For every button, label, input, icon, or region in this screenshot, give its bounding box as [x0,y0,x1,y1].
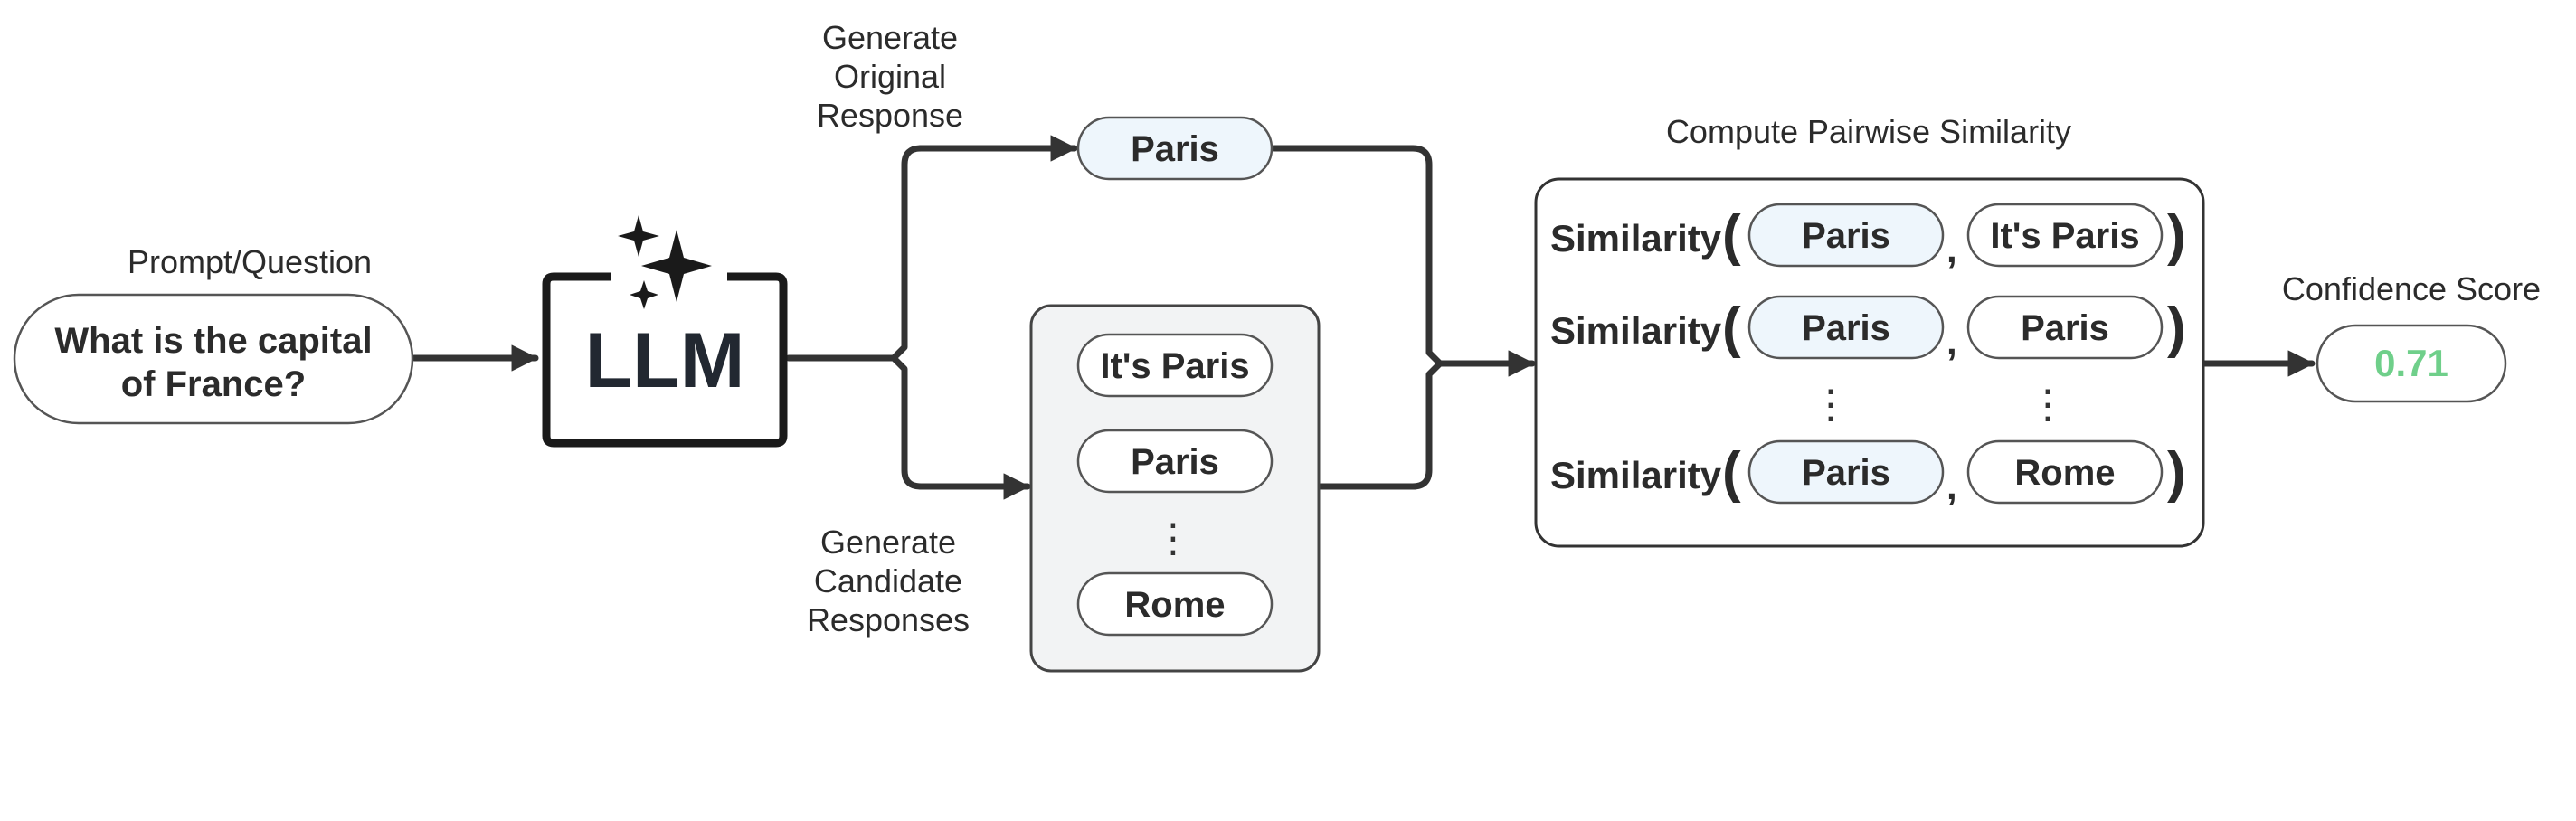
candidates-caption-line-3: Responses [807,601,970,638]
prompt-block: Prompt/Question What is the capital of F… [13,243,414,425]
similarity-label: Similarity [1550,454,1722,496]
open-paren: ( [1722,297,1741,359]
comma: , [1946,228,1957,270]
pair-right-text: It's Paris [1990,216,2139,256]
pair-right-pill [1966,203,2164,268]
close-paren: ) [2167,297,2186,359]
original-caption-line-1: Generate [822,19,958,56]
similarity-label: Similarity [1550,217,1722,260]
confidence-block: Confidence Score 0.71 [2282,270,2541,403]
pair-left-text: Paris [1802,308,1890,348]
open-paren: ( [1722,441,1741,504]
similarity-caption: Compute Pairwise Similarity [1666,113,2071,150]
comma: , [1946,320,1957,363]
candidate-text-1: It's Paris [1100,346,1249,386]
pair-left-text: Paris [1802,216,1890,256]
line-candidates-out [1317,360,1444,490]
arrow-to-candidates [890,354,1031,500]
candidate-pill-1 [1076,333,1274,398]
pair-left-pill [1747,203,1945,268]
left-ellipsis: ⋮ [1811,382,1851,427]
prompt-caption: Prompt/Question [128,243,372,280]
prompt-line-2: of France? [121,364,306,404]
original-response-text: Paris [1131,129,1219,169]
similarity-row-3: Similarity ( Paris , Rome ) [1550,439,2186,507]
candidates-caption-line-2: Candidate [814,562,962,599]
llm-block: LLM [542,215,788,448]
llm-box [542,272,788,448]
connectors [411,135,2316,500]
pair-right-text: Paris [2021,308,2109,348]
right-ellipsis: ⋮ [2028,382,2068,427]
close-paren: ) [2167,441,2186,504]
candidates-branch: It's Paris Paris ⋮ Rome Generate Candida… [807,304,1321,673]
comma: , [1946,465,1957,507]
pair-right-pill [1966,295,2164,360]
candidates-caption-line-1: Generate [820,524,956,561]
original-caption-line-3: Response [817,97,963,134]
similarity-label: Similarity [1550,309,1722,352]
similarity-row-2: Similarity ( Paris , Paris ) [1550,295,2186,363]
similarity-block: Compute Pairwise Similarity Similarity (… [1534,113,2205,548]
candidate-pill-3 [1076,571,1274,637]
arrow-to-original [890,135,1078,362]
pair-right-pill [1966,439,2164,505]
open-paren: ( [1722,204,1741,267]
candidate-pill-2 [1076,429,1274,494]
original-response-pill [1076,116,1274,181]
confidence-caption: Confidence Score [2282,270,2541,307]
llm-label: LLM [585,317,745,404]
prompt-line-1: What is the capital [54,321,372,361]
line-original-out [1270,145,1444,367]
confidence-value: 0.71 [2374,342,2448,384]
close-paren: ) [2167,204,2186,267]
original-caption-line-2: Original [834,58,946,95]
pair-right-text: Rome [2014,453,2115,493]
sparkle-icon [618,215,712,309]
similarity-row-1: Similarity ( Paris , It's Paris ) [1550,203,2186,270]
confidence-pill [2316,324,2507,403]
pair-left-pill [1747,439,1945,505]
prompt-pill [13,293,414,425]
pair-left-text: Paris [1802,453,1890,493]
pair-left-pill [1747,295,1945,360]
candidate-text-2: Paris [1131,442,1219,482]
candidate-text-3: Rome [1124,585,1225,625]
original-branch: Generate Original Response Paris [817,19,1274,181]
candidate-ellipsis: ⋮ [1153,516,1193,561]
